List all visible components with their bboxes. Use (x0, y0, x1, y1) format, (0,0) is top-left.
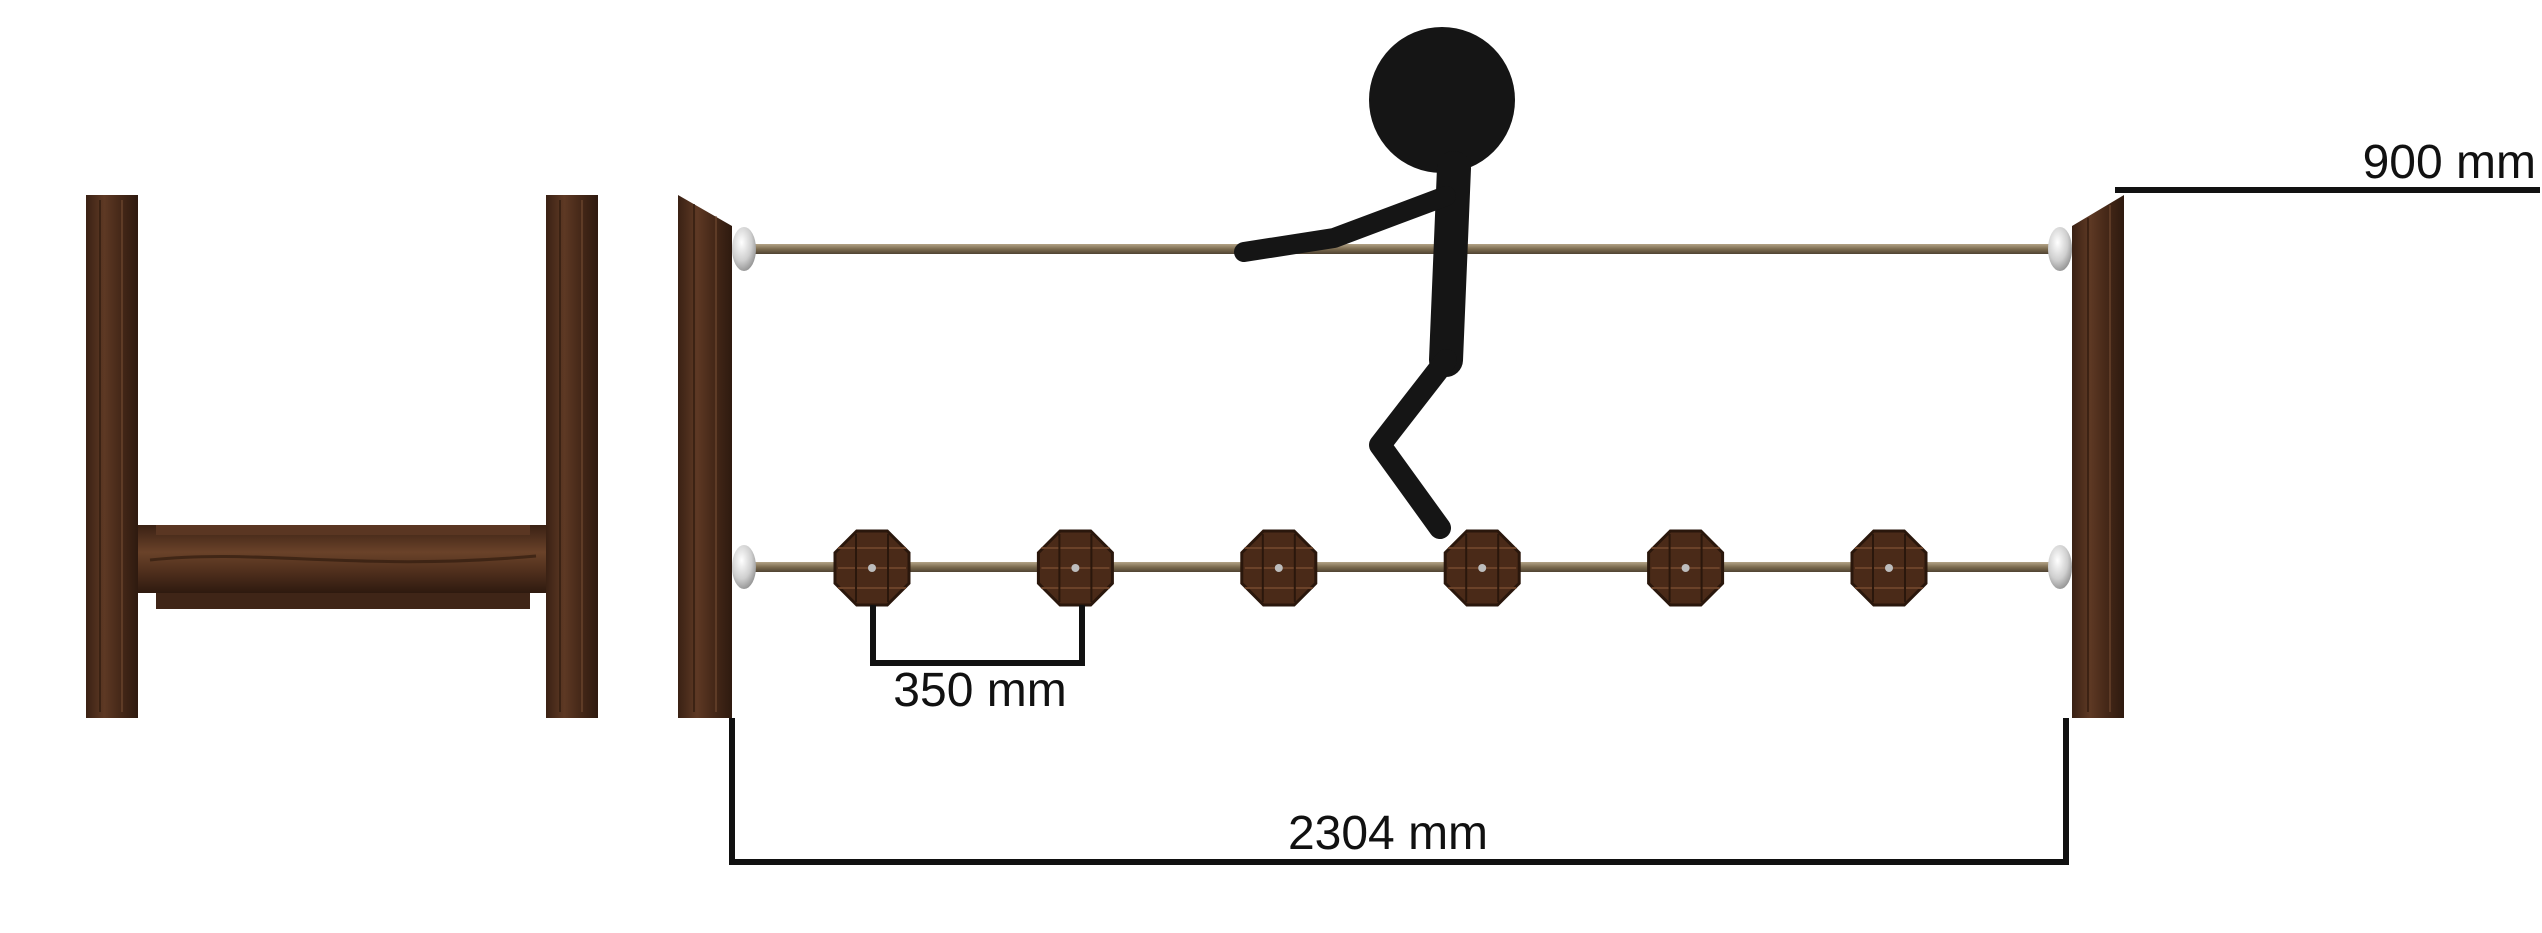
figure-arm (1234, 186, 1456, 262)
rope-cap-upper-right (2048, 227, 2072, 271)
lower-rope (740, 562, 2066, 572)
rope-cap-upper-left (732, 227, 756, 271)
rope-cap-lower-right (2048, 545, 2072, 589)
stepping-blocks (833, 529, 1928, 607)
figure-head (1369, 27, 1515, 173)
stepping-block (1240, 529, 1318, 607)
stepping-block (1850, 529, 1928, 607)
front-view (678, 27, 2124, 718)
person-figure (1234, 27, 1515, 539)
dimension-step-spacing: 350 mm (870, 605, 1085, 717)
side-post-right (546, 195, 598, 718)
post-right (2072, 195, 2124, 718)
span-dimension-label: 2304 mm (1288, 807, 1488, 860)
step-spacing-dimension-label: 350 mm (893, 664, 1066, 717)
figure-leg (1369, 349, 1457, 539)
post-left (678, 195, 732, 718)
height-dimension-label: 900 mm (2363, 136, 2536, 189)
stepping-block (1036, 529, 1114, 607)
side-view (86, 195, 598, 718)
stepping-block (1443, 529, 1521, 607)
side-post-left (86, 195, 138, 718)
upper-rope (740, 244, 2066, 254)
dimension-height: 900 mm (2115, 136, 2540, 193)
rope-cap-lower-left (732, 545, 756, 589)
stepping-block (833, 529, 911, 607)
stepping-block (1647, 529, 1725, 607)
dimension-span: 2304 mm (729, 718, 2069, 865)
